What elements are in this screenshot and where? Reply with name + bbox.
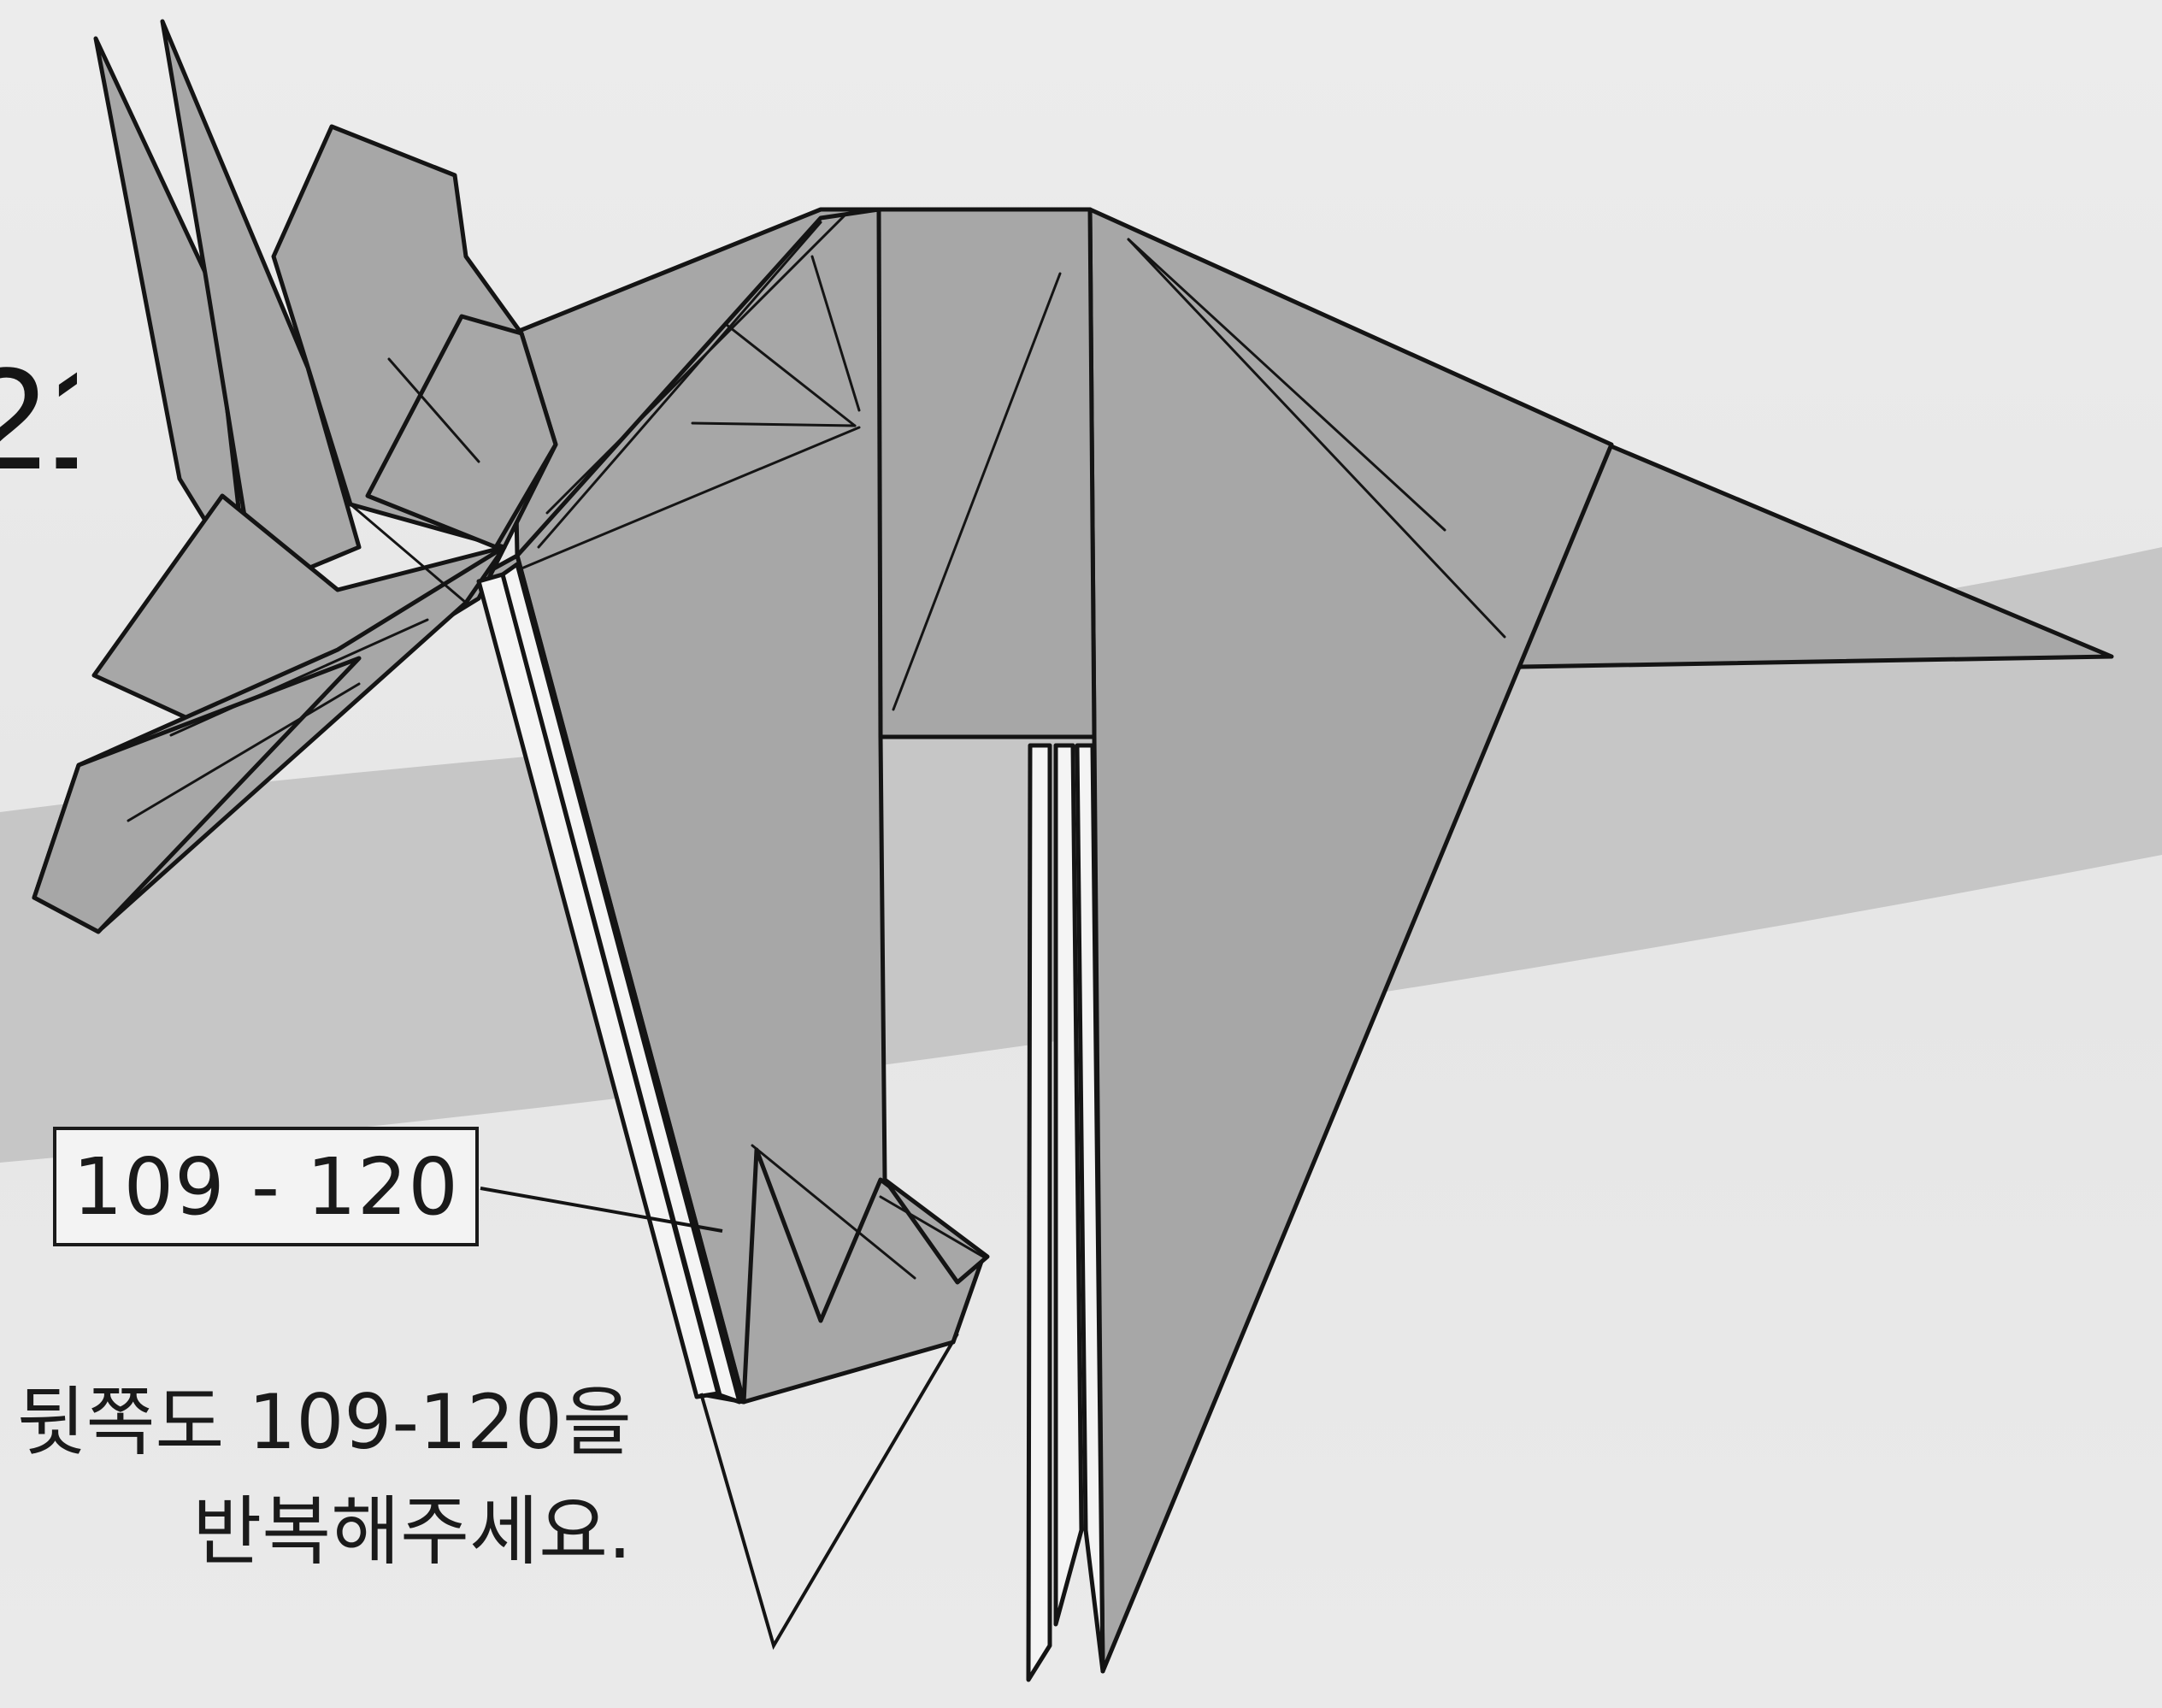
- mid-body: [876, 209, 1094, 737]
- instruction-line-2: 반복해주세요.: [17, 1477, 633, 1587]
- instruction-text: 뒷쪽도 109-120을 반복해주세요.: [17, 1368, 633, 1587]
- hind-leg-strip-1: [1028, 745, 1050, 1680]
- step-range-label: 109 - 120: [53, 1127, 479, 1246]
- instruction-line-1: 뒷쪽도 109-120을: [17, 1368, 633, 1477]
- step-number: 21: [0, 346, 77, 492]
